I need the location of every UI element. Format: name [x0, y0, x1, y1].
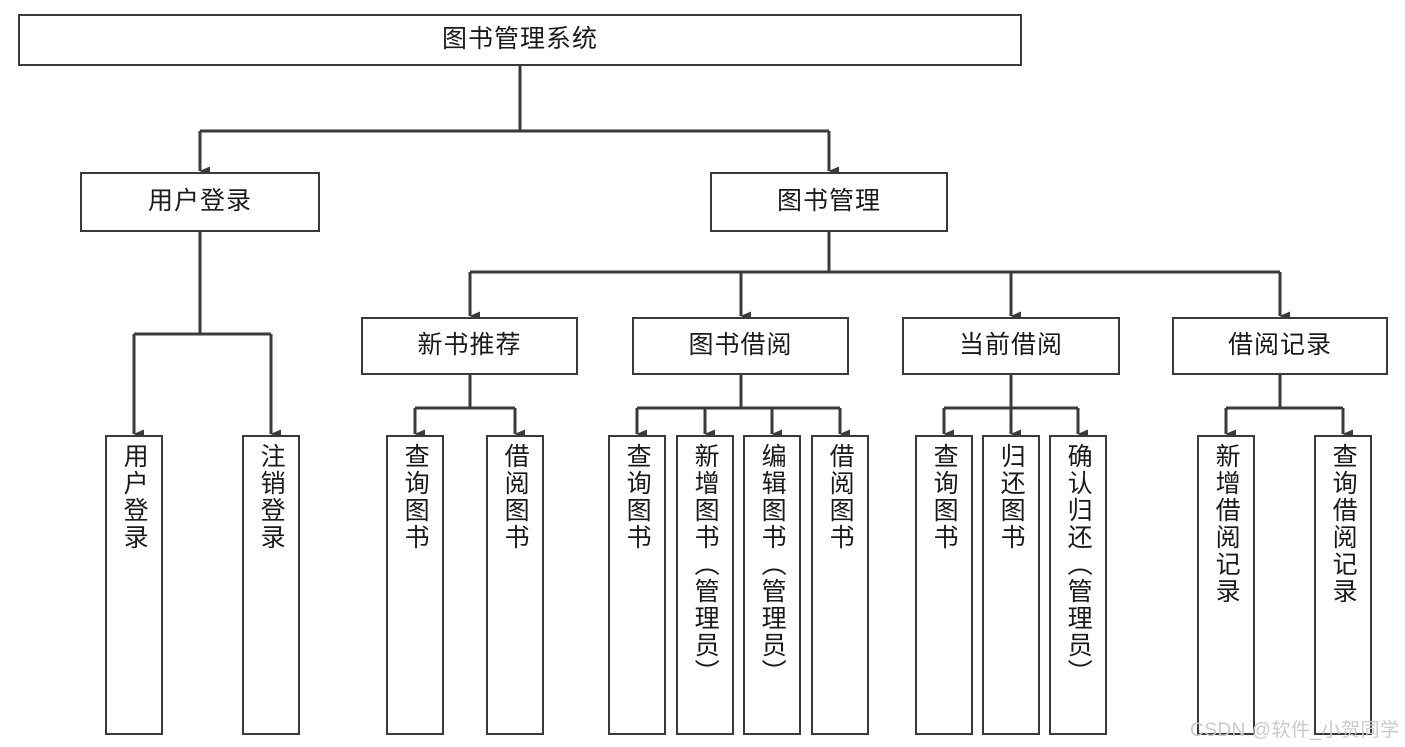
- node-label-leaf-cb-query: 查询图书: [930, 443, 959, 551]
- node-borrow-record[interactable]: 借阅记录: [1172, 317, 1388, 375]
- node-label-leaf-bb-edit: 编辑图书（管理员）: [758, 443, 787, 686]
- node-label-leaf-user-login: 用户登录: [120, 443, 149, 551]
- node-label-borrow-record: 借阅记录: [1227, 331, 1332, 360]
- node-label-leaf-rec-query: 查询图书: [401, 443, 430, 551]
- node-label-leaf-br-add: 新增借阅记录: [1212, 443, 1241, 605]
- node-leaf-rec-query[interactable]: 查询图书: [386, 435, 444, 735]
- node-book-manage[interactable]: 图书管理: [710, 172, 948, 232]
- node-label-root: 图书管理系统: [441, 25, 598, 54]
- node-label-leaf-bb-borrow: 借阅图书: [826, 443, 855, 551]
- node-label-leaf-rec-borrow: 借阅图书: [501, 443, 530, 551]
- node-label-leaf-br-query: 查询借阅记录: [1329, 443, 1358, 605]
- edge-paths: [132, 66, 1353, 439]
- node-leaf-cb-confirm[interactable]: 确认归还（管理员）: [1049, 435, 1107, 735]
- node-label-user-login: 用户登录: [147, 187, 252, 216]
- node-label-leaf-cb-return: 归还图书: [997, 443, 1026, 551]
- node-root[interactable]: 图书管理系统: [18, 14, 1022, 66]
- node-label-leaf-bb-add: 新增图书（管理员）: [691, 443, 720, 686]
- node-leaf-user-login[interactable]: 用户登录: [105, 435, 163, 735]
- node-current-borrow[interactable]: 当前借阅: [902, 317, 1120, 375]
- node-label-leaf-cb-confirm: 确认归还（管理员）: [1064, 443, 1093, 686]
- node-label-current-borrow: 当前借阅: [958, 331, 1063, 360]
- node-leaf-br-query[interactable]: 查询借阅记录: [1314, 435, 1372, 735]
- node-user-login[interactable]: 用户登录: [80, 172, 320, 232]
- csdn-watermark: CSDN @软件_小贺同学: [1190, 720, 1400, 741]
- node-new-book-rec[interactable]: 新书推荐: [361, 317, 578, 375]
- node-leaf-bb-query[interactable]: 查询图书: [608, 435, 666, 735]
- node-leaf-bb-add[interactable]: 新增图书（管理员）: [676, 435, 734, 735]
- node-leaf-rec-borrow[interactable]: 借阅图书: [486, 435, 544, 735]
- node-leaf-cb-query[interactable]: 查询图书: [915, 435, 973, 735]
- node-leaf-bb-edit[interactable]: 编辑图书（管理员）: [743, 435, 801, 735]
- node-label-book-manage: 图书管理: [776, 187, 881, 216]
- node-label-new-book-rec: 新书推荐: [417, 331, 522, 360]
- node-book-borrow[interactable]: 图书借阅: [632, 317, 849, 375]
- node-leaf-bb-borrow[interactable]: 借阅图书: [811, 435, 869, 735]
- node-label-book-borrow: 图书借阅: [688, 331, 793, 360]
- node-leaf-logout[interactable]: 注销登录: [242, 435, 300, 735]
- node-leaf-cb-return[interactable]: 归还图书: [982, 435, 1040, 735]
- node-leaf-br-add[interactable]: 新增借阅记录: [1197, 435, 1255, 735]
- node-label-leaf-bb-query: 查询图书: [623, 443, 652, 551]
- node-label-leaf-logout: 注销登录: [257, 443, 286, 551]
